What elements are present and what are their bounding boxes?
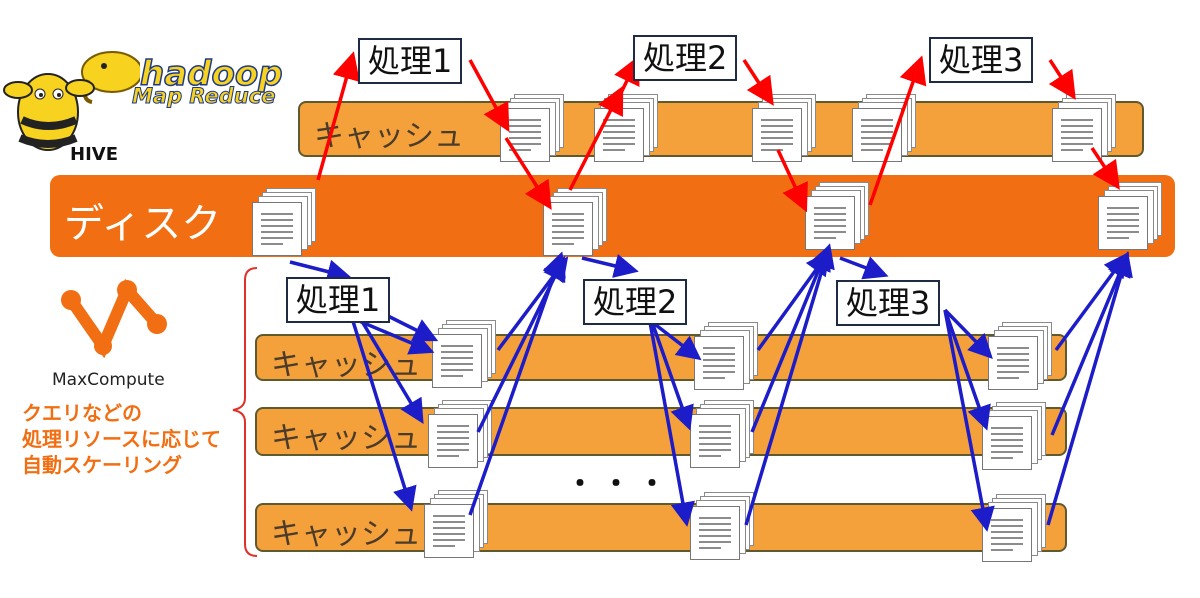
maxcompute-cache-bar-1: キャッシュ [255,334,1067,383]
flow-arrow [943,308,993,360]
hive-wordmark: HIVE [70,144,118,165]
disk-bar: ディスク [50,175,1175,257]
flow-arrow [650,321,694,431]
document-stack-icon [432,320,498,388]
flow-arrow [943,309,995,532]
document-stack-icon [424,490,490,558]
flow-arrow [568,85,624,191]
maxcompute-cache-bar-2: キャッシュ [255,407,1067,456]
more-caches-ellipsis: ・・・ [566,467,675,500]
hadoop-flow-arrows [316,51,1120,213]
flow-arrow [468,251,566,516]
maxcompute-cache-label-3: キャッシュ [271,517,421,552]
document-stack-icon [805,182,871,250]
flow-arrow [839,256,889,280]
document-stack-icon [982,494,1048,562]
autoscale-note-line3: 自動スケーリング [22,453,182,477]
flow-arrow [943,309,991,431]
flow-arrow [1050,251,1131,436]
flow-arrow [750,245,831,433]
hadoop-wordmark: hadoop [139,53,283,95]
maxcompute-flow-arrows [289,243,1133,532]
document-stack-icon [1098,182,1164,250]
maxcompute-process-2: 処理2 [583,279,688,325]
document-stack-icon [690,400,756,468]
flow-arrow [350,317,417,512]
hadoop-process-3: 処理3 [929,37,1034,83]
document-stack-icon [594,94,660,162]
hadoop-process-1: 処理1 [358,38,463,84]
document-stack-icon [428,400,494,468]
flow-arrow [1046,251,1133,526]
flow-arrow [742,59,774,106]
grouping-bracket [232,267,258,557]
flow-arrow [289,259,352,284]
document-stack-icon [690,492,756,560]
maxcompute-logo-icon [61,278,167,358]
maxcompute-process-1: 処理1 [286,277,391,323]
maxcompute-cache-bar-3: キャッシュ [255,503,1067,552]
autoscale-note-line2: 処理リソースに応じて [22,427,221,451]
flow-arrow [358,317,424,425]
flow-arrow [744,243,835,526]
flow-arrow [581,254,639,278]
hadoop-cache-bar: キャッシュ [298,101,1144,157]
document-stack-icon [543,188,609,256]
maxcompute-label: MaxCompute [52,370,165,390]
flow-arrow [316,51,360,181]
hadoop-process-2: 処理2 [633,35,738,81]
disk-label: ディスク [64,201,222,247]
document-stack-icon [752,94,818,162]
hive-bee-icon [3,51,140,151]
flow-arrow [468,59,510,133]
maxcompute-process-3: 処理3 [836,280,941,326]
flow-arrow [504,137,552,210]
flow-arrow [650,320,702,361]
flow-arrow [776,149,808,213]
hadoop-cache-label: キャッシュ [314,119,464,154]
flow-arrow [868,55,927,206]
mapreduce-wordmark: Map Reduce [131,84,276,109]
flow-arrow [648,321,695,527]
maxcompute-cache-label-2: キャッシュ [271,421,421,456]
flow-arrow [1048,59,1076,100]
hadoop-logo: hadoop Map Reduce HIVE [0,40,320,170]
document-stack-icon [500,94,566,162]
document-stack-icon [694,322,760,390]
autoscale-note-line1: クエリなどの [22,401,142,425]
document-stack-icon [252,188,318,256]
autoscale-note: クエリなどの 処理リソースに応じて 自動スケーリング [22,400,221,478]
document-stack-icon [988,322,1054,390]
flow-arrow [1090,147,1120,190]
